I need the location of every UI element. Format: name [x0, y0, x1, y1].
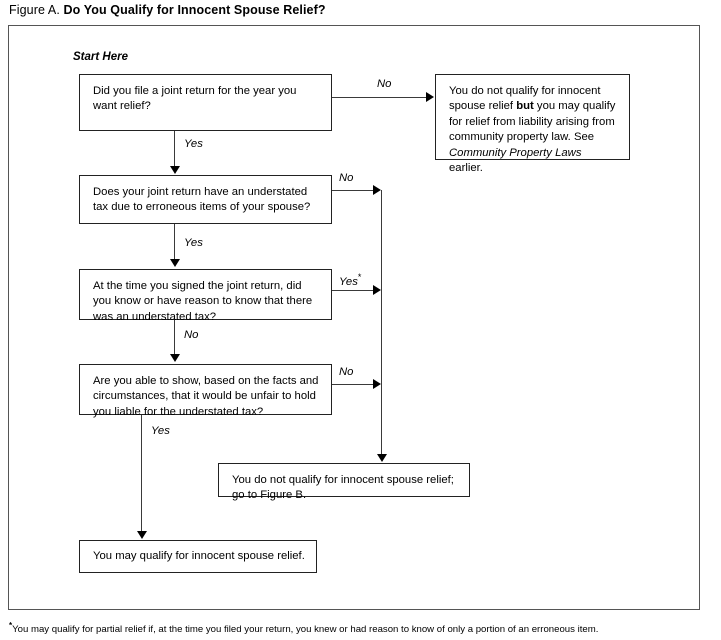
- node-qualify[interactable]: You may qualify for innocent spouse reli…: [79, 540, 317, 573]
- edge-q2-q3-line: [174, 224, 175, 260]
- start-here-label: Start Here: [73, 51, 128, 63]
- text-run-2: you may qualify for relief from liabilit…: [449, 100, 616, 144]
- node-q2-text: Does your joint return have an understat…: [93, 186, 311, 214]
- node-q4-text: Are you able to show, based on the facts…: [93, 375, 319, 418]
- node-figure-b-text: You do not qualify for innocent spouse r…: [232, 474, 454, 502]
- node-q3[interactable]: At the time you signed the joint return,…: [79, 269, 332, 323]
- text-run-4: earlier.: [449, 162, 483, 175]
- edge-label-q3-no: No: [184, 329, 199, 341]
- node-q2[interactable]: Does your joint return have an understat…: [79, 175, 332, 224]
- node-q4[interactable]: Are you able to show, based on the facts…: [79, 364, 332, 418]
- footnote-text: You may qualify for partial relief if, a…: [12, 624, 599, 636]
- edge-q4-figure-b-line: [332, 384, 374, 385]
- edge-q2-figure-b-line: [332, 190, 374, 191]
- edge-label-q4-yes: Yes: [151, 425, 170, 437]
- edge-q2-figure-b-arrowhead: [373, 185, 381, 195]
- footnote-marker: *: [9, 621, 13, 630]
- edge-label-q2-yes: Yes: [184, 237, 203, 249]
- edge-q3-figure-b-line: [332, 290, 374, 291]
- edge-label-q2-no: No: [339, 172, 354, 184]
- edge-label-q3-yes-marker: *: [357, 272, 362, 282]
- node-qualify-text: You may qualify for innocent spouse reli…: [93, 549, 305, 562]
- edge-q3-figure-b-arrowhead: [373, 285, 381, 295]
- edge-q4-qualify-line: [141, 415, 142, 532]
- footnote: *You may qualify for partial relief if, …: [9, 620, 598, 636]
- edge-q1-q2-arrowhead: [170, 166, 180, 174]
- edge-label-q1-no: No: [377, 78, 392, 90]
- edge-q4-qualify-arrowhead: [137, 531, 147, 539]
- node-figure-b[interactable]: You do not qualify for innocent spouse r…: [218, 463, 470, 501]
- edge-label-q3-yes: Yes*: [339, 272, 361, 288]
- edge-q1-community-property-line: [332, 97, 427, 98]
- node-q1-text: Did you file a joint return for the year…: [93, 85, 297, 113]
- node-community-property-text: You do not qualify for innocent spouse r…: [449, 85, 615, 174]
- figure-caption-lead: Figure A.: [9, 3, 60, 17]
- edge-bus-vertical: [381, 190, 382, 455]
- edge-label-q1-yes: Yes: [184, 138, 203, 150]
- edge-q1-community-property-arrowhead: [426, 92, 434, 102]
- edge-q3-q4-arrowhead: [170, 354, 180, 362]
- node-q3-text: At the time you signed the joint return,…: [93, 280, 313, 323]
- edge-q2-q3-arrowhead: [170, 259, 180, 267]
- edge-q1-q2-line: [174, 131, 175, 167]
- text-run-1: but: [516, 100, 534, 113]
- edge-bus-arrowhead: [377, 454, 387, 462]
- node-q1[interactable]: Did you file a joint return for the year…: [79, 74, 332, 131]
- figure-caption-title: Do You Qualify for Innocent Spouse Relie…: [63, 3, 326, 17]
- edge-q3-q4-line: [174, 320, 175, 355]
- node-community-property[interactable]: You do not qualify for innocent spouse r…: [435, 74, 630, 174]
- edge-label-q4-no: No: [339, 366, 354, 378]
- figure-caption: Figure A. Do You Qualify for Innocent Sp…: [9, 3, 326, 17]
- text-run-0: You do not qualify for innocent spouse r…: [449, 85, 601, 113]
- text-run-3: Community Property Laws: [449, 146, 582, 159]
- edge-label-q3-yes-text: Yes: [339, 275, 358, 288]
- edge-q4-figure-b-arrowhead: [373, 379, 381, 389]
